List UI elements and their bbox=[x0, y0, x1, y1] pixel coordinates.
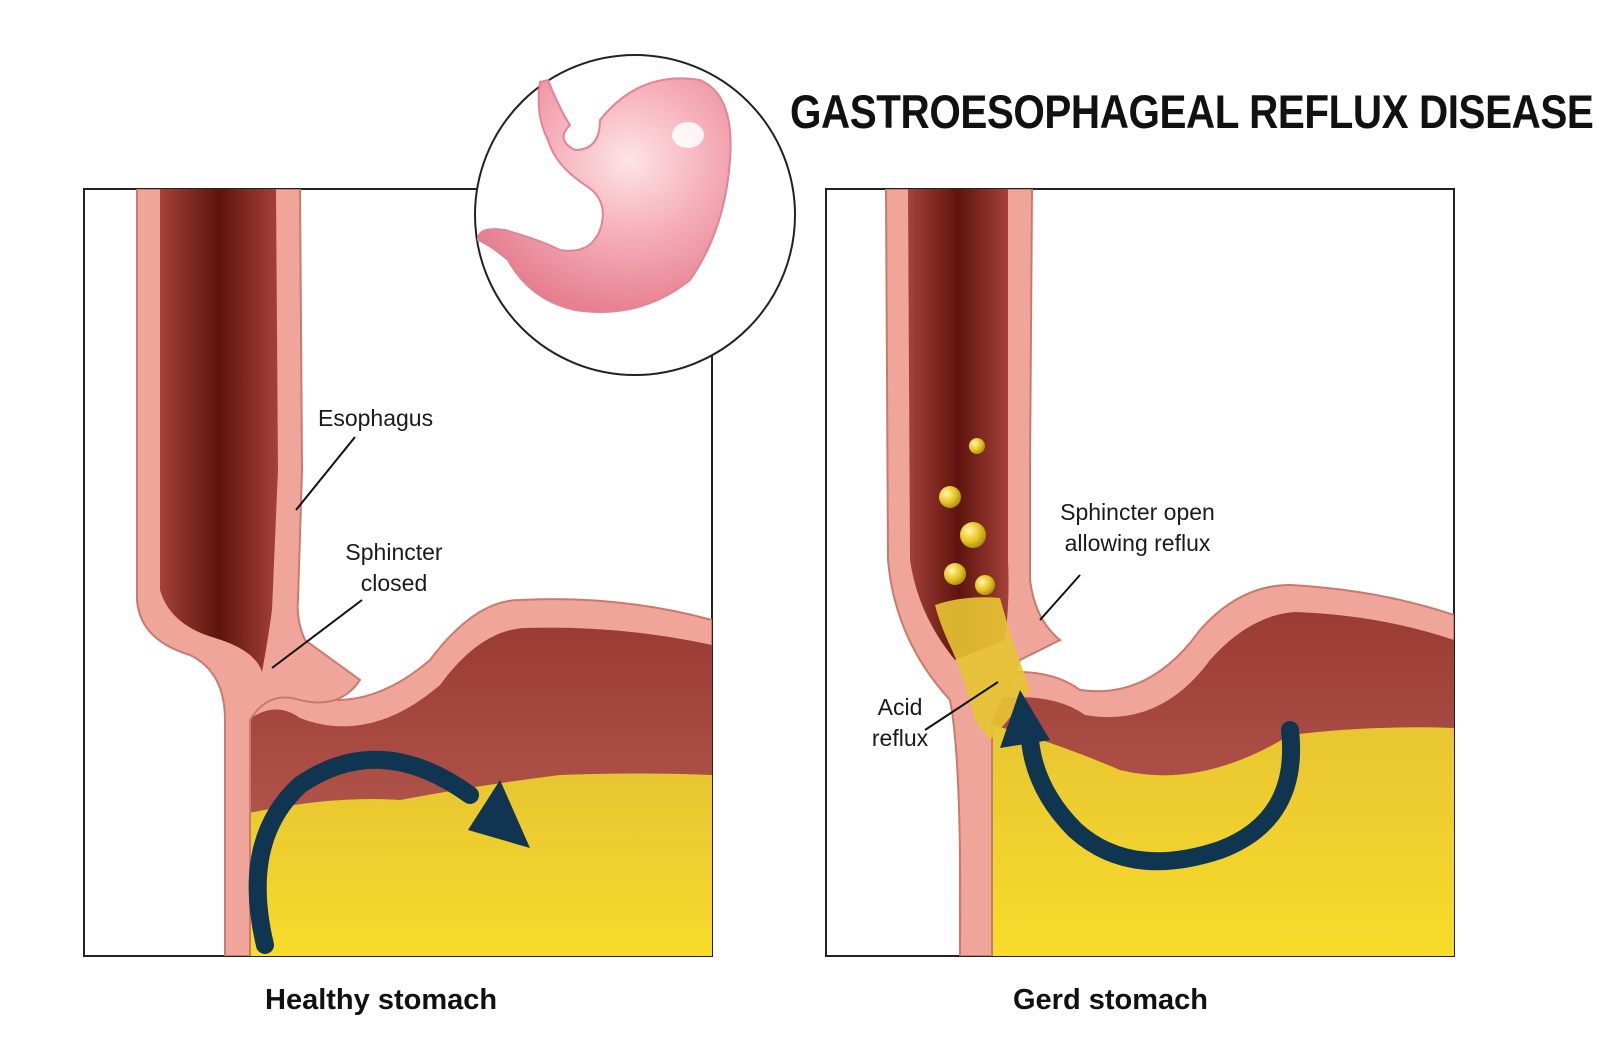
esophagus-leader-line bbox=[295, 436, 356, 511]
label-sphincter-open-line1: Sphincter open bbox=[1060, 499, 1215, 525]
caption-gerd-stomach: Gerd stomach bbox=[1013, 984, 1208, 1016]
acid-bubble-icon bbox=[975, 575, 995, 595]
acid-bubble-icon bbox=[969, 438, 985, 454]
label-acid-reflux-line1: Acid bbox=[877, 694, 923, 720]
healthy-acid bbox=[240, 773, 712, 956]
stomach-inset bbox=[474, 54, 796, 376]
label-sphincter-closed-line2: closed bbox=[360, 570, 428, 596]
caption-healthy-stomach: Healthy stomach bbox=[265, 984, 498, 1016]
gerd-panel bbox=[825, 188, 1455, 957]
label-sphincter-closed-line1: Sphincter bbox=[345, 539, 443, 565]
healthy-esophagus-lumen bbox=[160, 189, 278, 672]
gerd-arrow-head-icon bbox=[1000, 690, 1050, 748]
acid-bubbles bbox=[939, 438, 995, 595]
label-sphincter-open: Sphincter open allowing reflux bbox=[1045, 497, 1230, 559]
label-acid-reflux: Acid reflux bbox=[860, 692, 940, 754]
gerd-flow-arrow-icon bbox=[1021, 721, 1301, 871]
healthy-arrow-head-icon bbox=[468, 780, 530, 848]
sphincter-open-leader-line bbox=[1039, 574, 1081, 621]
label-sphincter-open-line2: allowing reflux bbox=[1064, 530, 1211, 556]
gerd-acid-reflux-column bbox=[935, 597, 1030, 740]
healthy-flow-arrow-icon bbox=[248, 750, 479, 954]
inset-highlight bbox=[672, 122, 704, 148]
gerd-acid bbox=[975, 720, 1454, 956]
acid-bubble-icon bbox=[960, 522, 986, 548]
acid-bubble-icon bbox=[944, 563, 966, 585]
diagram-title: GASTROESOPHAGEAL REFLUX DISEASE bbox=[790, 85, 1594, 138]
acid-bubble-icon bbox=[939, 486, 961, 508]
label-esophagus: Esophagus bbox=[318, 405, 434, 431]
sphincter-closed-leader-line bbox=[271, 599, 363, 669]
label-sphincter-closed: Sphincter closed bbox=[339, 537, 449, 599]
acid-reflux-leader-line bbox=[924, 681, 999, 731]
stomach-inset-icon bbox=[476, 77, 732, 313]
label-acid-reflux-line2: reflux bbox=[871, 725, 929, 751]
